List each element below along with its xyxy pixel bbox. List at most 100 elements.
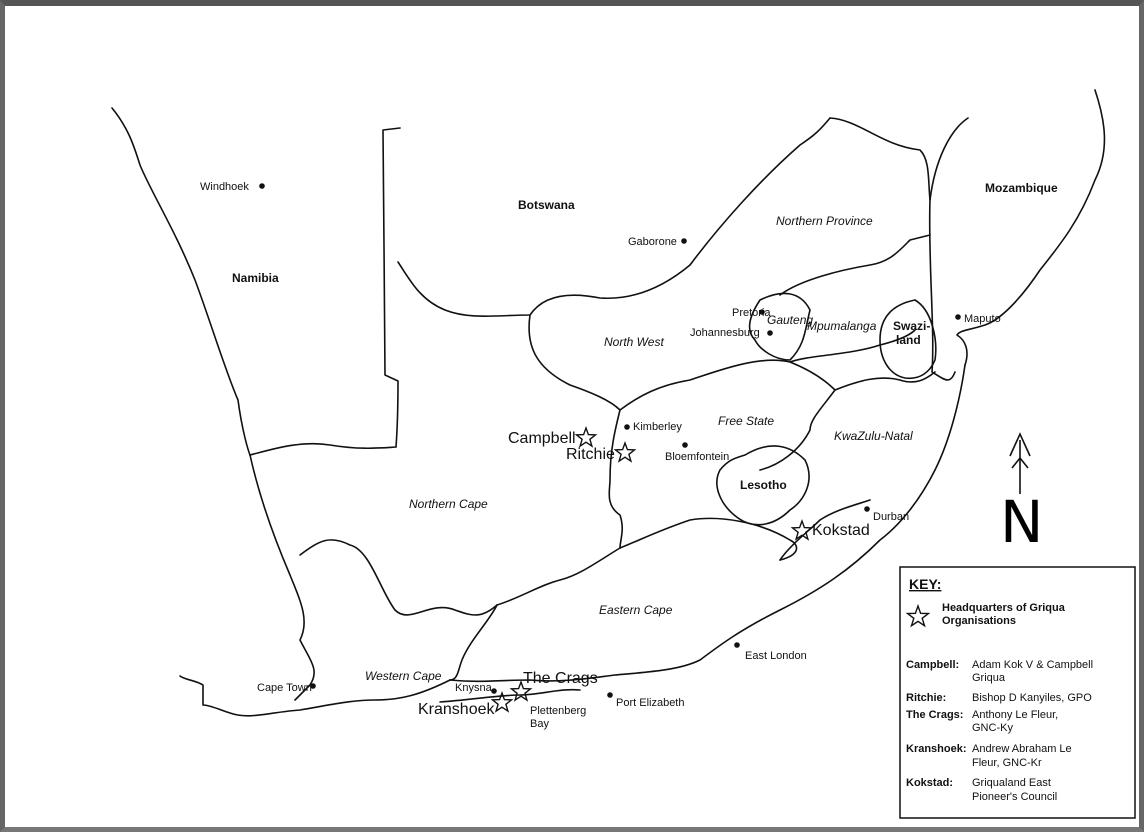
label-western-cape: Western Cape bbox=[365, 669, 442, 683]
key-entry-name-campbell: Campbell: bbox=[906, 659, 959, 671]
botswana-south-border bbox=[397, 261, 691, 318]
star-the-crags-icon bbox=[509, 679, 533, 702]
city-marker-gaborone bbox=[681, 238, 687, 244]
label-hq-kranshoek: Kranshoek bbox=[418, 701, 495, 718]
label-knysna: Knysna bbox=[455, 682, 493, 694]
north-arrow bbox=[1009, 432, 1031, 494]
key-entry-name-ritchie: Ritchie: bbox=[906, 692, 946, 704]
kokstad-border bbox=[779, 499, 871, 561]
key-entry-desc2-campbell: Griqua bbox=[972, 672, 1006, 684]
label-maputo: Maputo bbox=[964, 313, 1001, 325]
south-coast-wiggle bbox=[439, 688, 581, 703]
key-entry-desc1-campbell: Adam Kok V & Campbell bbox=[972, 659, 1093, 671]
key-entry-desc2-the-crags: GNC-Ky bbox=[972, 722, 1013, 734]
label-mozambique: Mozambique bbox=[985, 181, 1058, 195]
lesotho-border bbox=[716, 445, 810, 526]
borders bbox=[111, 89, 1106, 717]
star-kokstad-icon bbox=[790, 518, 814, 541]
city-marker-pretoria bbox=[759, 309, 765, 315]
freestate-north-border bbox=[619, 359, 836, 411]
east-coast bbox=[449, 364, 966, 683]
label-hq-kokstad: Kokstad bbox=[812, 522, 870, 539]
hq-stars bbox=[490, 425, 814, 713]
label-plettenberg-2: Bay bbox=[530, 718, 549, 730]
key-entry-desc1-kranshoek: Andrew Abraham Le bbox=[972, 743, 1072, 755]
label-johannesburg: Johannesburg bbox=[690, 327, 760, 339]
label-mpumalanga: Mpumalanga bbox=[807, 319, 877, 333]
city-marker-east-london bbox=[734, 642, 740, 648]
freestate-kzn-border bbox=[759, 389, 836, 471]
label-hq-ritchie: Ritchie bbox=[566, 446, 615, 463]
label-namibia: Namibia bbox=[232, 271, 279, 285]
label-port-elizabeth: Port Elizabeth bbox=[616, 697, 684, 709]
key-entry-desc2-kokstad: Pioneer's Council bbox=[972, 791, 1057, 803]
label-east-london: East London bbox=[745, 650, 807, 662]
eastern-cape-west-border bbox=[449, 604, 498, 681]
label-northern-province: Northern Province bbox=[776, 214, 873, 228]
city-marker-durban bbox=[864, 506, 870, 512]
key-entry-desc1-ritchie: Bishop D Kanyiles, GPO bbox=[972, 692, 1092, 704]
key-entry-name-kranshoek: Kranshoek: bbox=[906, 743, 967, 755]
mpumalanga-border bbox=[779, 234, 931, 296]
zimbabwe-border bbox=[829, 117, 931, 201]
label-plettenberg-1: Plettenberg bbox=[530, 705, 586, 717]
label-bloemfontein: Bloemfontein bbox=[665, 451, 729, 463]
gauteng-border bbox=[748, 292, 811, 361]
eastern-northern-cape-border bbox=[619, 517, 798, 561]
key-symbol-label-1: Headquarters of Griqua bbox=[942, 602, 1066, 614]
swaziland-border bbox=[879, 299, 937, 380]
label-north-west: North West bbox=[604, 335, 664, 349]
star-ritchie-icon bbox=[613, 440, 637, 463]
orange-river-border bbox=[249, 442, 397, 456]
star-kranshoek-icon bbox=[490, 690, 514, 713]
namibia-coast bbox=[111, 107, 251, 456]
city-markers bbox=[259, 183, 961, 698]
city-marker-port-elizabeth bbox=[607, 692, 613, 698]
north-arrow-letter: N bbox=[1000, 488, 1043, 556]
key-entry-desc1-kokstad: Griqualand East bbox=[972, 777, 1051, 789]
label-windhoek: Windhoek bbox=[200, 181, 249, 193]
label-lesotho: Lesotho bbox=[740, 478, 787, 492]
label-swaziland-1: Swazi- bbox=[893, 319, 930, 333]
key-entry-name-kokstad: Kokstad: bbox=[906, 777, 953, 789]
label-kwazulu-natal: KwaZulu-Natal bbox=[834, 429, 913, 443]
city-marker-knysna bbox=[491, 688, 497, 694]
label-durban: Durban bbox=[873, 511, 909, 523]
label-cape-town: Cape Town bbox=[257, 682, 312, 694]
kzn-north-border bbox=[834, 371, 936, 391]
label-hq-campbell: Campbell bbox=[508, 430, 576, 447]
city-marker-johannesburg bbox=[767, 330, 773, 336]
botswana-northern-border bbox=[689, 117, 831, 266]
namibia-botswana-border bbox=[382, 127, 401, 448]
key-entry-desc2-kranshoek: Fleur, GNC-Kr bbox=[972, 757, 1042, 769]
key-star-icon bbox=[905, 603, 931, 628]
label-swaziland-2: land bbox=[896, 333, 921, 347]
legend-key: KEY: Headquarters of Griqua Organisation… bbox=[899, 566, 1136, 819]
label-gaborone: Gaborone bbox=[628, 236, 677, 248]
label-botswana: Botswana bbox=[518, 198, 575, 212]
key-entry-name-the-crags: The Crags: bbox=[906, 709, 963, 721]
northern-cape-freestate-border bbox=[528, 314, 623, 549]
label-eastern-cape: Eastern Cape bbox=[599, 603, 673, 617]
key-box bbox=[899, 566, 1136, 819]
key-symbol-label-2: Organisations bbox=[942, 615, 1016, 627]
city-marker-maputo bbox=[955, 314, 961, 320]
western-cape-border bbox=[299, 539, 621, 616]
label-gauteng: Gauteng bbox=[767, 313, 813, 327]
label-kimberley: Kimberley bbox=[633, 421, 682, 433]
label-northern-cape: Northern Cape bbox=[409, 497, 488, 511]
mozambique-border bbox=[928, 117, 969, 381]
west-coast bbox=[249, 454, 315, 701]
city-marker-kimberley bbox=[624, 424, 630, 430]
key-title: KEY: bbox=[909, 576, 941, 592]
city-marker-bloemfontein bbox=[682, 442, 688, 448]
city-marker-windhoek bbox=[259, 183, 265, 189]
label-free-state: Free State bbox=[718, 414, 774, 428]
star-campbell-icon bbox=[574, 425, 598, 448]
mozambique-coast bbox=[956, 89, 1106, 366]
city-marker-cape-town bbox=[310, 683, 316, 689]
south-coast bbox=[179, 675, 451, 717]
key-entry-desc1-the-crags: Anthony Le Fleur, bbox=[972, 709, 1058, 721]
label-hq-the-crags: The Crags bbox=[523, 670, 598, 687]
